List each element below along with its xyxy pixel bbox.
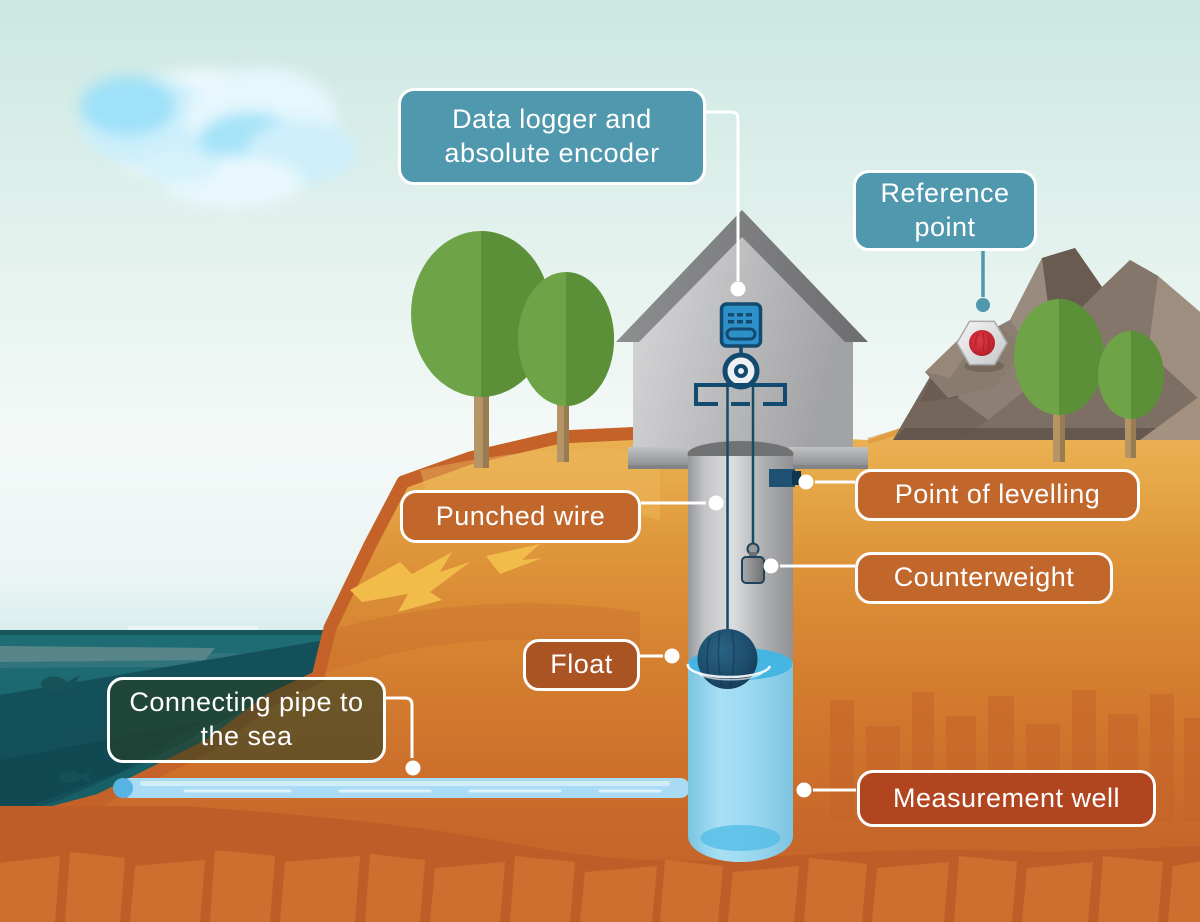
bottom-rocks bbox=[0, 806, 1200, 922]
label-measurement-well: Measurement well bbox=[857, 770, 1156, 827]
label-punched-wire: Punched wire bbox=[400, 490, 641, 543]
connector-pipe bbox=[386, 696, 414, 758]
reference-point-marker bbox=[956, 320, 1008, 372]
cliff-strata bbox=[350, 544, 542, 612]
encoder-pulley bbox=[722, 352, 760, 390]
cloud bbox=[80, 68, 357, 208]
well-water bbox=[688, 662, 793, 862]
tree bbox=[1014, 299, 1104, 462]
counterweight-weight bbox=[741, 542, 765, 584]
mounting-frame bbox=[694, 383, 787, 406]
levelling-marker bbox=[769, 469, 801, 487]
label-point-of-levelling: Point of levelling bbox=[855, 469, 1140, 521]
tree bbox=[518, 272, 614, 462]
measurement-well bbox=[686, 378, 801, 862]
house-roof bbox=[616, 210, 868, 342]
label-float: Float bbox=[523, 639, 640, 691]
data-logger-device bbox=[694, 302, 787, 406]
tree bbox=[1098, 331, 1164, 458]
connecting-pipe bbox=[113, 778, 690, 798]
tree bbox=[411, 231, 551, 468]
float-ball bbox=[697, 629, 758, 689]
label-reference-point: Reference point bbox=[853, 170, 1037, 251]
label-connecting-pipe: Connecting pipe to the sea bbox=[107, 677, 386, 763]
fish-icon bbox=[59, 770, 92, 784]
fish-icon bbox=[72, 730, 102, 742]
fish-icon bbox=[41, 675, 80, 693]
label-data-logger: Data logger and absolute encoder bbox=[398, 88, 706, 185]
connector-data-logger bbox=[706, 110, 740, 281]
label-connectors bbox=[386, 110, 990, 798]
label-counterweight: Counterweight bbox=[855, 552, 1113, 604]
